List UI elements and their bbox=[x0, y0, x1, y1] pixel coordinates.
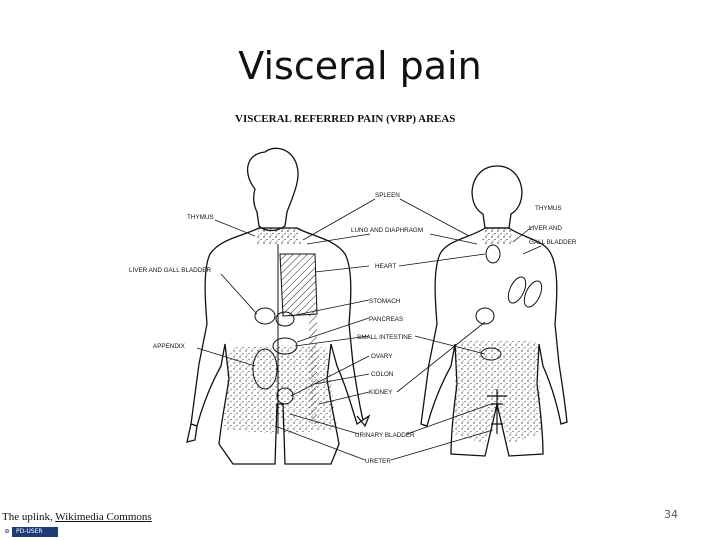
label-thymus-front: THYMUS bbox=[187, 214, 214, 221]
label-heart: HEART bbox=[375, 263, 396, 270]
front-stomach-circle bbox=[275, 311, 295, 327]
front-colon-strip bbox=[309, 314, 317, 424]
label-ovary: OVARY bbox=[371, 353, 393, 360]
front-neck-region bbox=[255, 228, 301, 244]
front-head bbox=[246, 147, 299, 232]
license-text: PD-USER bbox=[16, 528, 43, 535]
label-urinary-bladder: URINARY BLADDER bbox=[355, 432, 415, 439]
label-lung-diaphragm: LUNG AND DIAPHRAGM bbox=[351, 227, 423, 234]
label-spleen: SPLEEN bbox=[375, 192, 400, 199]
label-thymus-back: THYMUS bbox=[535, 205, 562, 212]
wikimedia-commons-link[interactable]: Wikimedia Commons bbox=[55, 511, 152, 523]
public-domain-icon: ⊘ bbox=[2, 527, 12, 537]
slide-title: Visceral pain bbox=[238, 44, 482, 88]
label-small-intestine: SMALL INTESTINE bbox=[357, 334, 412, 341]
back-liver-circle bbox=[523, 280, 543, 308]
back-kidney-circle bbox=[475, 307, 495, 325]
visceral-pain-diagram: VISCERAL REFERRED PAIN (VRP) AREAS bbox=[125, 104, 595, 500]
label-ureter: URETER bbox=[365, 458, 391, 465]
back-heart-circle bbox=[485, 244, 501, 264]
front-ovary-circle bbox=[276, 387, 294, 405]
label-kidney: KIDNEY bbox=[369, 389, 393, 396]
front-left-hand bbox=[186, 423, 198, 443]
leader-lines bbox=[196, 198, 542, 461]
license-badge[interactable]: ⊘ PD-USER bbox=[2, 527, 58, 537]
back-stomach-circle bbox=[507, 276, 527, 304]
front-right-hand bbox=[356, 414, 371, 428]
label-liver-gall-back-1: LIVER AND bbox=[529, 225, 562, 232]
label-liver-gall-front: LIVER AND GALL BLADDER bbox=[129, 267, 211, 274]
figure-title: VISCERAL REFERRED PAIN (VRP) AREAS bbox=[235, 113, 455, 125]
label-appendix: APPENDIX bbox=[153, 343, 186, 350]
label-pancreas: PANCREAS bbox=[369, 316, 403, 323]
back-pancreas-oval bbox=[480, 347, 502, 361]
front-liver-circle bbox=[254, 307, 276, 325]
page-number: 34 bbox=[664, 508, 678, 521]
image-credit: The uplink, Wikimedia Commons bbox=[2, 511, 152, 523]
label-stomach: STOMACH bbox=[369, 298, 401, 305]
credit-author: The uplink, bbox=[2, 511, 56, 523]
label-colon: COLON bbox=[371, 371, 394, 378]
back-neck-region bbox=[481, 228, 513, 244]
front-appendix-circle bbox=[252, 348, 278, 390]
diagram-svg: VISCERAL REFERRED PAIN (VRP) AREAS bbox=[129, 113, 577, 465]
front-heart-region bbox=[279, 253, 318, 317]
back-ureter-figure bbox=[487, 389, 507, 434]
back-head bbox=[471, 165, 523, 229]
label-liver-gall-back-2: GALL BLADDER bbox=[529, 239, 577, 246]
